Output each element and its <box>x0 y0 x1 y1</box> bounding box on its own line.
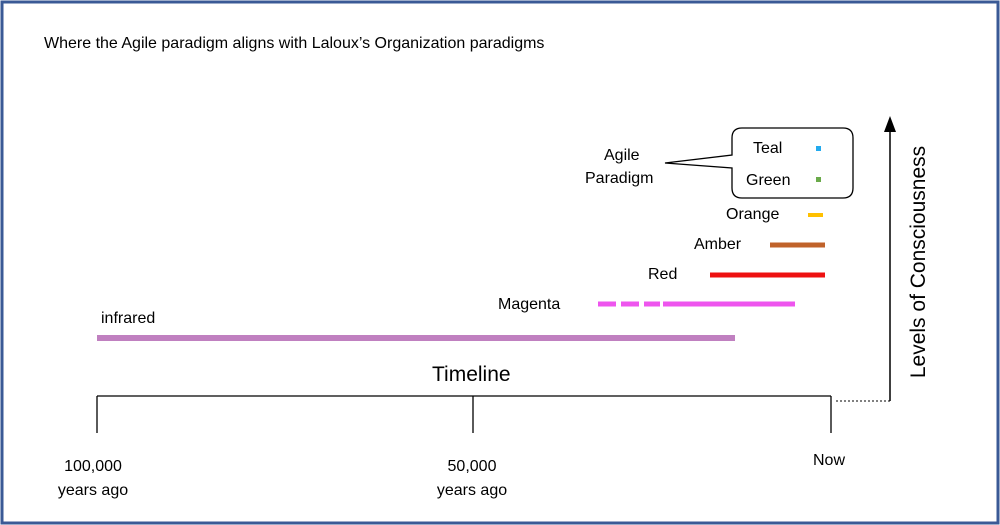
agile-label-line1: Agile <box>604 147 640 164</box>
y-axis-label: Levels of Consciousness <box>907 146 930 378</box>
infrared-label: infrared <box>101 310 155 327</box>
tick-label-50000-line1: 50,000 <box>448 458 497 475</box>
teal-marker <box>816 146 821 151</box>
tick-label-50000-line2: years ago <box>437 482 507 499</box>
tick-label-100000-line2: years ago <box>58 482 128 499</box>
orange-label: Orange <box>726 206 779 223</box>
green-label: Green <box>746 172 790 189</box>
timeline-label: Timeline <box>432 363 511 386</box>
arrow-up-icon <box>884 116 896 132</box>
agile-label-line2: Paradigm <box>585 170 653 187</box>
diagram-title: Where the Agile paradigm aligns with Lal… <box>44 35 544 52</box>
agile-callout-box <box>664 127 854 199</box>
teal-label: Teal <box>753 140 782 157</box>
tick-label-now: Now <box>813 452 845 469</box>
red-label: Red <box>648 266 677 283</box>
tick-label-100000-line1: 100,000 <box>64 458 122 475</box>
magenta-label: Magenta <box>498 296 560 313</box>
green-marker <box>816 177 821 182</box>
amber-label: Amber <box>694 236 742 253</box>
